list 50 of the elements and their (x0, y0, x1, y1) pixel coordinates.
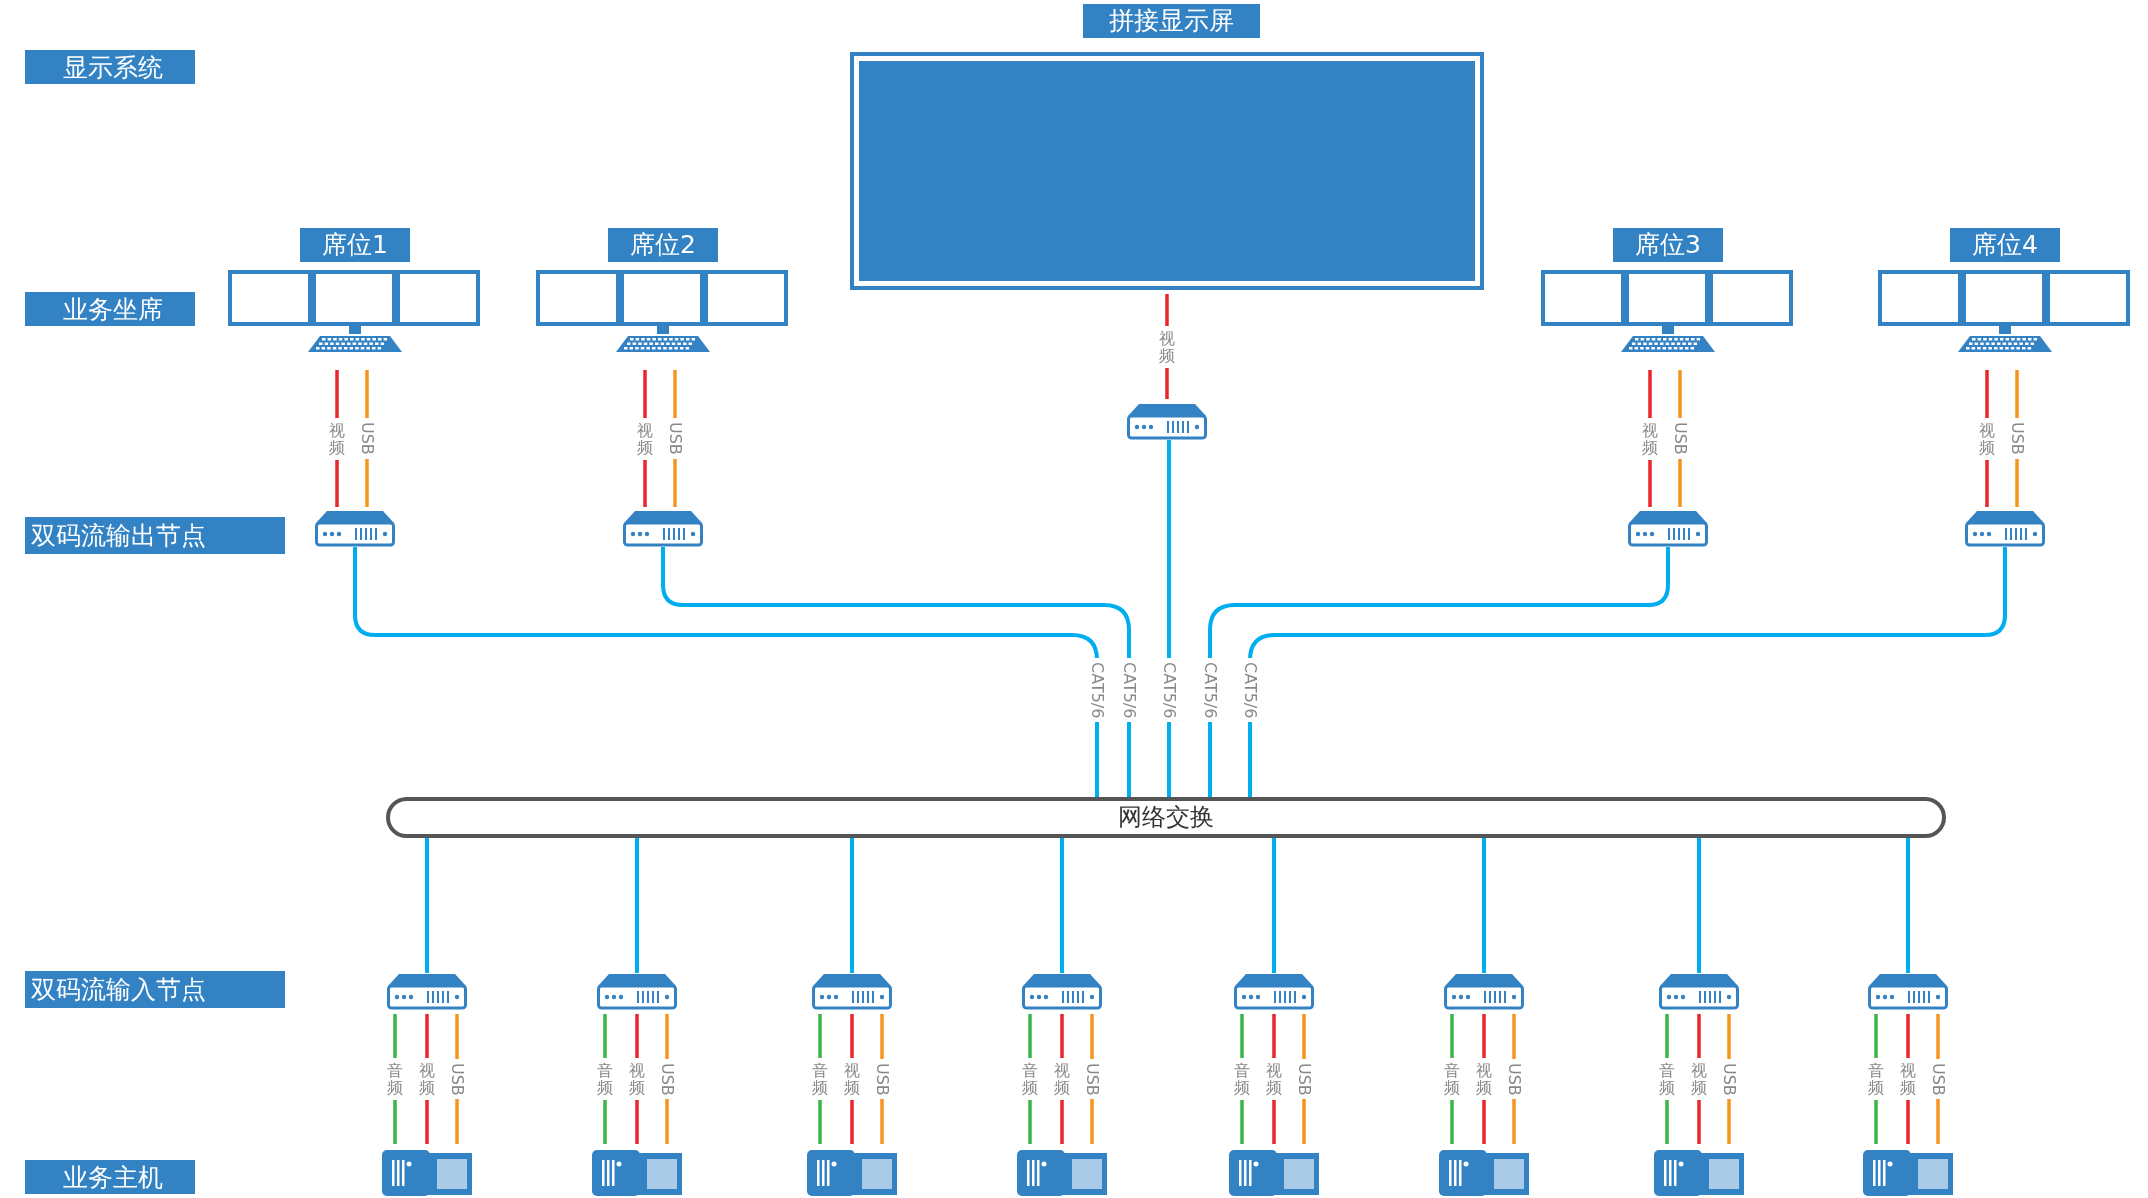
edge-label: 音频 (1659, 1058, 1675, 1100)
seat-title: 席位2 (608, 228, 718, 262)
cable-line (1482, 838, 1486, 973)
edge-label: 视频 (1266, 1058, 1282, 1100)
edge-label: 视频 (1691, 1058, 1707, 1100)
seat-title: 席位1 (300, 228, 410, 262)
category-label: 业务主机 (25, 1160, 195, 1194)
cable-line (850, 838, 854, 973)
cable-line (353, 547, 1099, 797)
cable-line (661, 547, 1131, 797)
edge-label: 音频 (597, 1058, 613, 1100)
cable-line (1208, 547, 1670, 797)
edge-label: 视频 (629, 1058, 645, 1100)
cable-line (1906, 838, 1910, 973)
edge-label: 音频 (1022, 1058, 1038, 1100)
seat-title: 席位4 (1950, 228, 2060, 262)
seat-title: 席位3 (1613, 228, 1723, 262)
edge-label: 视频 (329, 417, 345, 460)
cable-line (635, 838, 639, 973)
network-switch-bar: 网络交换 (386, 797, 1946, 838)
category-label: 业务坐席 (25, 292, 195, 326)
edge-label: 音频 (812, 1058, 828, 1100)
cable-line (1060, 838, 1064, 973)
cable-line (1272, 838, 1276, 973)
video-wall (850, 4, 1484, 290)
cable-line (1248, 547, 2007, 797)
edge-label: 视频 (1642, 417, 1658, 460)
edge-label: CAT5/6 (1088, 657, 1106, 723)
edge-label: 音频 (387, 1058, 403, 1100)
category-label: 双码流输入节点 (25, 971, 285, 1008)
device-title: 拼接显示屏 (1083, 4, 1260, 38)
category-label: 双码流输出节点 (25, 517, 285, 554)
cable-line (1697, 838, 1701, 973)
edge-label: 音频 (1444, 1058, 1460, 1100)
edge-label: 视频 (1900, 1058, 1916, 1100)
edge-label: 视频 (1476, 1058, 1492, 1100)
edge-label: 音频 (1234, 1058, 1250, 1100)
edge-label: CAT5/6 (1160, 657, 1178, 723)
edge-label: 音频 (1868, 1058, 1884, 1100)
category-label: 显示系统 (25, 50, 195, 84)
edge-label: 视频 (1054, 1058, 1070, 1100)
edge-label: CAT5/6 (1201, 657, 1219, 723)
edge-label: 视频 (637, 417, 653, 460)
edge-label: 视频 (419, 1058, 435, 1100)
edge-label: 视频 (1159, 325, 1175, 368)
edge-label: 视频 (844, 1058, 860, 1100)
edge-label: CAT5/6 (1241, 657, 1259, 723)
cable-line (425, 838, 429, 973)
edge-label: 视频 (1979, 417, 1995, 460)
edge-label: CAT5/6 (1120, 657, 1138, 723)
